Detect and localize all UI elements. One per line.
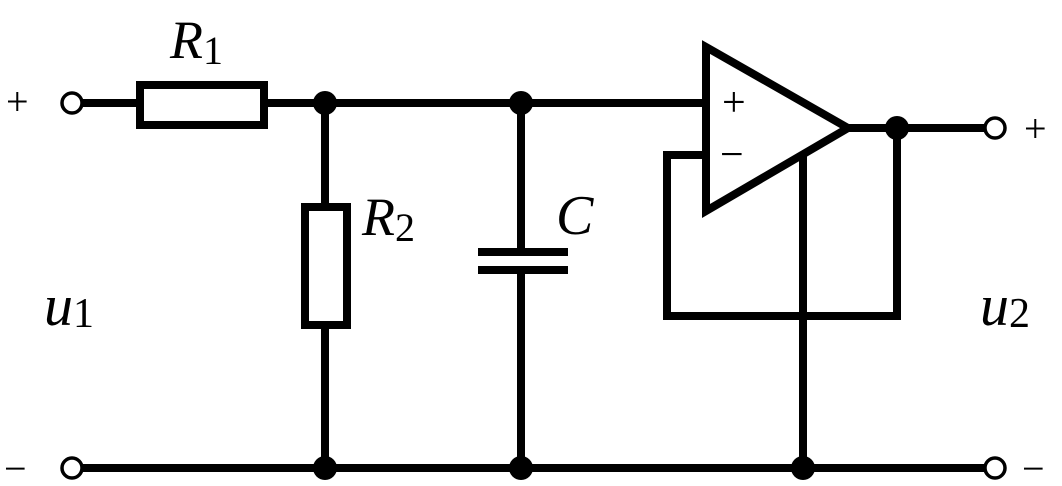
capacitor-c xyxy=(478,248,568,274)
wires xyxy=(77,99,989,472)
node-cap-ground xyxy=(509,456,533,480)
label-u1-letter: u xyxy=(44,273,73,338)
input-plus-sign: + xyxy=(6,79,29,124)
label-r2: R2 xyxy=(361,187,415,250)
junction-nodes xyxy=(313,91,909,480)
label-u2-letter: u xyxy=(980,273,1009,338)
label-u1-sub: 1 xyxy=(73,291,94,337)
label-u2: u2 xyxy=(980,273,1030,338)
opamp-minus-sign: − xyxy=(720,132,744,178)
opamp-plus-sign: + xyxy=(722,80,746,126)
label-u2-sub: 2 xyxy=(1009,291,1030,337)
resistor-r2 xyxy=(301,203,351,329)
output-minus-sign: − xyxy=(1022,446,1045,486)
label-c: C xyxy=(556,185,594,247)
label-r2-letter: R xyxy=(361,187,395,247)
label-r1: R1 xyxy=(169,10,223,73)
resistor-r1 xyxy=(136,81,268,129)
terminal-output-plus xyxy=(983,116,1007,140)
wire-feedback xyxy=(663,124,901,320)
node-output xyxy=(885,116,909,140)
label-r1-letter: R xyxy=(169,10,203,70)
node-cap-top xyxy=(509,91,533,115)
label-u1: u1 xyxy=(44,273,94,338)
terminal-output-minus xyxy=(983,456,1007,480)
input-minus-sign: − xyxy=(4,446,27,486)
terminal-input-minus xyxy=(60,456,84,480)
terminal-input-plus xyxy=(60,91,84,115)
node-opamp-ground xyxy=(791,456,815,480)
output-plus-sign: + xyxy=(1024,106,1047,151)
node-r1-r2 xyxy=(313,91,337,115)
node-r2-ground xyxy=(313,456,337,480)
label-r1-sub: 1 xyxy=(203,28,223,73)
label-r2-sub: 2 xyxy=(395,205,415,250)
opamp-triangle xyxy=(702,40,856,218)
